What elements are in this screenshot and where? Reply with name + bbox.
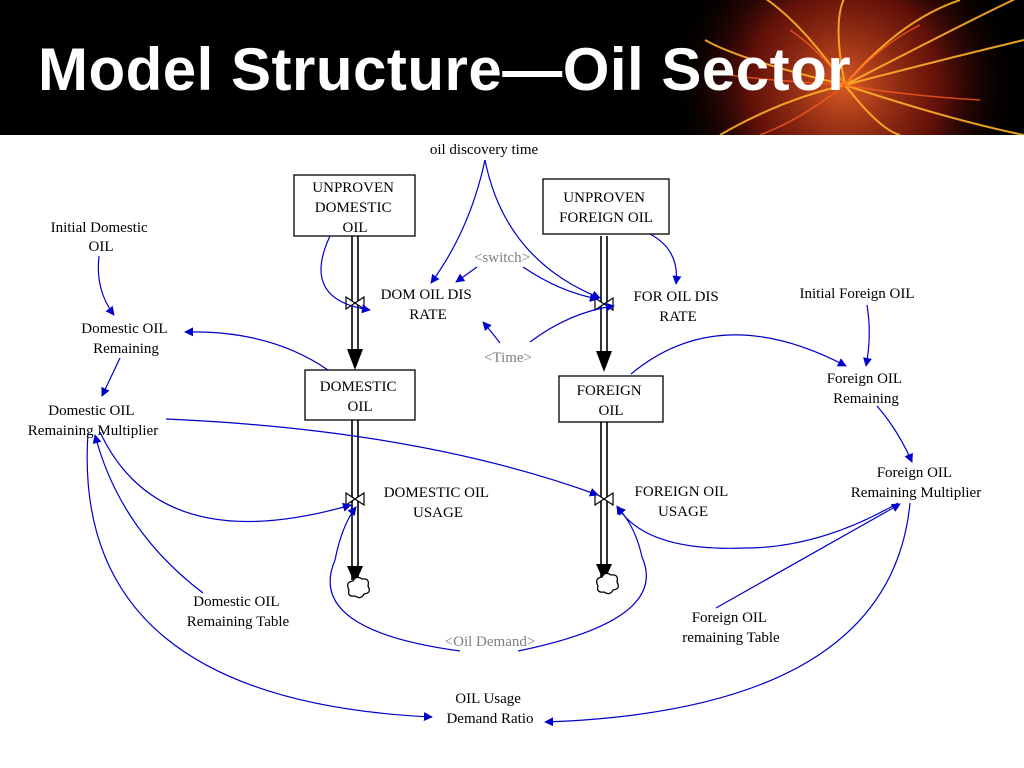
firework-sparks — [729, 24, 981, 135]
link-switch-to-fordis — [522, 266, 599, 302]
foreign-sink-cloud — [596, 572, 619, 595]
usage-demand-ratio-label: OIL Usage Demand Ratio — [446, 691, 533, 727]
link-init-for-to-remaining — [863, 304, 872, 367]
sink-clouds — [347, 572, 619, 599]
domestic-oil-label: DOMESTIC OIL — [320, 379, 400, 415]
unproven-foreign-label: UNPROVEN FOREIGN OIL — [559, 190, 653, 226]
unproven-domestic-label: UNPROVEN DOMESTIC OIL — [312, 180, 397, 236]
link-unprovfor-to-fordis — [649, 233, 682, 285]
switch-shadow-label: <switch> — [474, 250, 530, 266]
domestic-box — [304, 369, 416, 421]
domestic-sink-cloud — [347, 576, 370, 599]
link-domestic-to-remaining — [184, 327, 329, 371]
link-time-to-fordis — [529, 302, 615, 343]
firework-rays — [704, 0, 1024, 135]
foreign-oil-multiplier-label: Foreign OIL Remaining Multiplier — [851, 465, 981, 501]
domestic-oil-table-label: Domestic OIL Remaining Table — [187, 594, 290, 630]
link-multiplier-to-domusage — [99, 431, 352, 523]
firework-decoration — [670, 0, 1024, 135]
flow-valves — [345, 295, 614, 507]
foreign-oil-remaining-label: Foreign OIL Remaining — [827, 371, 906, 407]
foreign-oil-label: FOREIGN OIL — [577, 383, 646, 419]
link-switch-to-domdis — [455, 266, 478, 283]
initial-domestic-oil-label: Initial Domestic OIL — [51, 220, 152, 255]
link-init-dom-to-remaining — [97, 255, 115, 316]
oil-demand-shadow-label: <Oil Demand> — [445, 634, 536, 650]
link-discovery-to-fordis — [484, 159, 601, 300]
foreign-box — [558, 375, 664, 423]
link-formultiplier-to-ratio — [544, 502, 911, 727]
link-unprovdom-to-domdis — [320, 235, 371, 314]
flow-arrowheads — [347, 349, 612, 584]
foreign-oil-table-label: Foreign OIL remaining Table — [682, 610, 780, 646]
page-title: Model Structure—Oil Sector — [38, 36, 852, 103]
unproven-domestic-box — [293, 174, 416, 237]
unproven-foreign-box — [542, 178, 670, 235]
link-remaining-to-formultiplier — [876, 405, 913, 463]
link-oildemand-to-domusage — [329, 506, 461, 652]
link-formultiplier-to-forusage — [616, 502, 899, 549]
link-remaining-to-multiplier — [101, 357, 121, 397]
link-fortable-to-multiplier — [715, 503, 901, 609]
domestic-usage-label: DOMESTIC OIL USAGE — [384, 485, 493, 521]
link-domtable-to-multiplier — [92, 434, 204, 594]
initial-foreign-oil-label: Initial Foreign OIL — [800, 286, 915, 302]
link-time-to-domdis — [482, 321, 501, 344]
header-bar: Model Structure—Oil Sector — [0, 0, 1024, 135]
foreign-usage-label: FOREIGN OIL USAGE — [635, 484, 732, 520]
oil-sector-diagram: UNPROVEN DOMESTIC OIL UNPROVEN FOREIGN O… — [28, 142, 981, 727]
oil-discovery-time-label: oil discovery time — [430, 142, 539, 158]
time-shadow-label: <Time> — [484, 350, 532, 366]
link-multiplier-to-forusage — [165, 418, 599, 497]
domestic-oil-multiplier-label: Domestic OIL Remaining Multiplier — [28, 403, 158, 439]
link-oildemand-to-forusage — [517, 506, 647, 652]
link-discovery-to-domdis — [430, 159, 486, 284]
stock-boxes — [293, 174, 670, 423]
causal-links — [86, 159, 913, 727]
domestic-oil-remaining-label: Domestic OIL Remaining — [81, 321, 170, 357]
dom-dis-rate-label: DOM OIL DIS RATE — [381, 287, 476, 323]
link-multiplier-to-ratio — [86, 432, 433, 722]
for-dis-rate-label: FOR OIL DIS RATE — [633, 289, 722, 325]
firework-glow — [670, 0, 1020, 135]
link-foreign-to-remaining — [630, 334, 847, 375]
